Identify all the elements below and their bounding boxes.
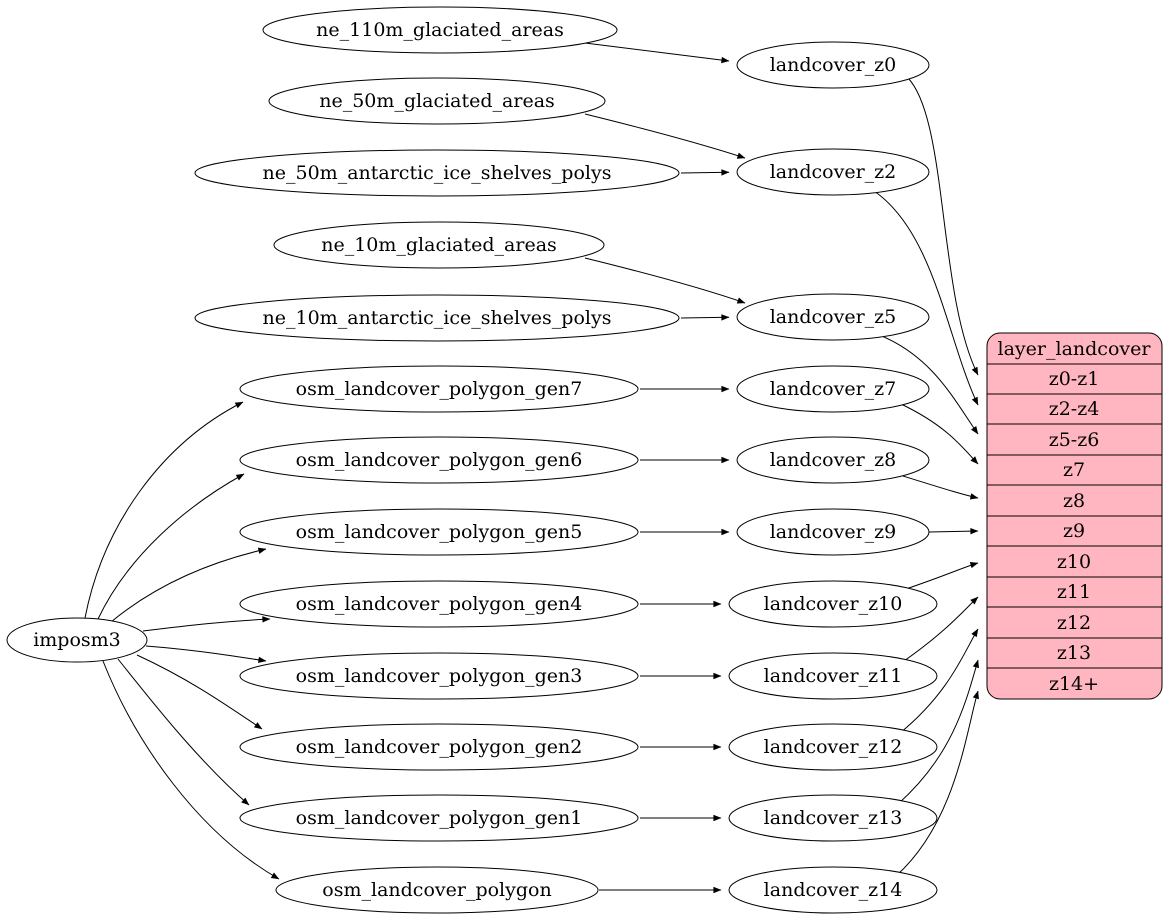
node-ne-110m-glaciated-areas: ne_110m_glaciated_areas	[262, 6, 618, 54]
edge-landcover-z13-row-z13	[897, 659, 979, 805]
node-landcover-z10: landcover_z10	[728, 580, 938, 628]
node-landcover-z8: landcover_z8	[736, 436, 930, 484]
node-landcover-z5: landcover_z5	[736, 293, 930, 341]
edge-ne-110m-glaciated-areas-landcover-z0	[576, 41, 730, 64]
node-osm-landcover-polygon-gen1-label: osm_landcover_polygon_gen1	[296, 807, 583, 829]
table-layer-landcover: layer_landcover z0-z1 z2-z4 z5-z6 z7 z8 …	[986, 332, 1163, 700]
node-imposm3: imposm3	[6, 617, 148, 663]
node-landcover-z9-label: landcover_z9	[770, 521, 897, 543]
node-landcover-z11: landcover_z11	[728, 652, 938, 700]
table-row-z7: z7	[1063, 459, 1085, 481]
node-ne-10m-glaciated-areas-label: ne_10m_glaciated_areas	[321, 234, 557, 256]
node-landcover-z13: landcover_z13	[728, 794, 938, 842]
node-landcover-z14-label: landcover_z14	[764, 879, 903, 901]
node-osm-landcover-polygon-gen5: osm_landcover_polygon_gen5	[239, 508, 639, 556]
edge-landcover-z7-row-z7	[900, 403, 979, 465]
table-row-z11: z11	[1057, 581, 1091, 603]
edge-imposm3-osm-landcover-polygon	[102, 660, 280, 880]
node-osm-landcover-polygon-gen3-label: osm_landcover_polygon_gen3	[296, 665, 583, 687]
edge-imposm3-osm-landcover-polygon-gen2	[136, 654, 263, 730]
node-ne-10m-antarctic-ice-shelves-polys: ne_10m_antarctic_ice_shelves_polys	[194, 294, 680, 342]
node-ne-50m-antarctic-ice-shelves-polys-label: ne_50m_antarctic_ice_shelves_polys	[263, 162, 612, 184]
table-row-z12: z12	[1057, 612, 1091, 634]
edge-landcover-z8-row-z8	[902, 475, 979, 500]
node-osm-landcover-polygon-gen5-label: osm_landcover_polygon_gen5	[296, 521, 583, 543]
edge-landcover-z0-row-z0-z1	[907, 77, 979, 376]
edges-group	[84, 41, 979, 894]
table-header-label: layer_landcover	[998, 338, 1152, 360]
node-osm-landcover-polygon-gen4-label: osm_landcover_polygon_gen4	[296, 593, 583, 615]
node-landcover-z13-label: landcover_z13	[764, 807, 903, 829]
node-landcover-z12-label: landcover_z12	[764, 736, 903, 758]
node-landcover-z7: landcover_z7	[736, 365, 930, 413]
edge-ne-10m-glaciated-areas-landcover-z5	[584, 257, 746, 304]
edge-imposm3-osm-landcover-polygon-gen7	[84, 401, 244, 619]
node-landcover-z0-label: landcover_z0	[770, 54, 897, 76]
edge-imposm3-osm-landcover-polygon-gen1	[117, 658, 250, 806]
node-landcover-z12: landcover_z12	[728, 723, 938, 771]
table-row-z9: z9	[1063, 520, 1085, 542]
edge-ne-50m-glaciated-areas-landcover-z2	[584, 113, 746, 159]
edge-landcover-z10-row-z10	[905, 562, 979, 590]
edge-imposm3-osm-landcover-polygon-gen5	[110, 547, 267, 623]
node-imposm3-label: imposm3	[33, 629, 121, 651]
node-ne-10m-glaciated-areas: ne_10m_glaciated_areas	[273, 221, 605, 269]
node-landcover-z5-label: landcover_z5	[770, 306, 897, 328]
node-osm-landcover-polygon-gen3: osm_landcover_polygon_gen3	[239, 652, 639, 700]
node-osm-landcover-polygon-gen1: osm_landcover_polygon_gen1	[239, 794, 639, 842]
edge-imposm3-osm-landcover-polygon-gen3	[145, 645, 267, 664]
edge-imposm3-osm-landcover-polygon-gen6	[97, 473, 245, 620]
table-row-z10: z10	[1057, 551, 1091, 573]
table-row-z14plus: z14+	[1049, 673, 1099, 695]
node-ne-50m-glaciated-areas: ne_50m_glaciated_areas	[268, 77, 606, 125]
node-ne-50m-antarctic-ice-shelves-polys: ne_50m_antarctic_ice_shelves_polys	[194, 149, 680, 197]
node-landcover-z2: landcover_z2	[736, 148, 930, 196]
edge-imposm3-osm-landcover-polygon-gen4	[142, 616, 271, 632]
node-ne-10m-antarctic-ice-shelves-polys-label: ne_10m_antarctic_ice_shelves_polys	[263, 307, 612, 329]
node-ne-110m-glaciated-areas-label: ne_110m_glaciated_areas	[316, 19, 564, 41]
edge-landcover-z14-row-z14plus	[895, 690, 979, 877]
edge-landcover-z5-row-z5-z6	[876, 333, 979, 435]
node-osm-landcover-polygon-gen2: osm_landcover_polygon_gen2	[239, 723, 639, 771]
node-osm-landcover-polygon-gen7-label: osm_landcover_polygon_gen7	[296, 378, 583, 400]
edge-landcover-z9-row-z9	[928, 527, 979, 535]
edge-landcover-z11-row-z11	[903, 596, 979, 662]
table-row-z8: z8	[1063, 490, 1085, 512]
node-landcover-z14: landcover_z14	[728, 866, 938, 914]
node-ne-50m-glaciated-areas-label: ne_50m_glaciated_areas	[319, 90, 555, 112]
node-landcover-z8-label: landcover_z8	[770, 449, 897, 471]
node-osm-landcover-polygon-gen6-label: osm_landcover_polygon_gen6	[296, 449, 583, 471]
node-osm-landcover-polygon-gen4: osm_landcover_polygon_gen4	[239, 580, 639, 628]
table-row-z5-z6: z5-z6	[1049, 429, 1100, 451]
node-osm-landcover-polygon-gen2-label: osm_landcover_polygon_gen2	[296, 736, 583, 758]
edge-landcover-z2-row-z2-z4	[873, 190, 979, 406]
node-osm-landcover-polygon-gen7: osm_landcover_polygon_gen7	[239, 365, 639, 413]
edge-landcover-z12-row-z12	[899, 628, 979, 734]
edge-ne-10m-antarctic-ice-shelves-polys-landcover-z5	[680, 314, 730, 321]
node-landcover-z11-label: landcover_z11	[764, 665, 903, 687]
table-row-z13: z13	[1057, 642, 1091, 664]
node-osm-landcover-polygon: osm_landcover_polygon	[275, 866, 599, 914]
node-landcover-z2-label: landcover_z2	[770, 161, 897, 183]
table-row-z0-z1: z0-z1	[1049, 368, 1100, 390]
node-osm-landcover-polygon-gen6: osm_landcover_polygon_gen6	[239, 436, 639, 484]
node-imposm3-shape	[6, 617, 148, 663]
node-osm-landcover-polygon-label: osm_landcover_polygon	[322, 879, 551, 901]
node-landcover-z7-label: landcover_z7	[770, 378, 897, 400]
edge-ne-50m-antarctic-ice-shelves-polys-landcover-z2	[680, 169, 730, 176]
node-landcover-z0: landcover_z0	[736, 41, 930, 89]
node-landcover-z10-label: landcover_z10	[764, 593, 903, 615]
table-row-z2-z4: z2-z4	[1049, 398, 1100, 420]
node-landcover-z9: landcover_z9	[736, 508, 930, 556]
